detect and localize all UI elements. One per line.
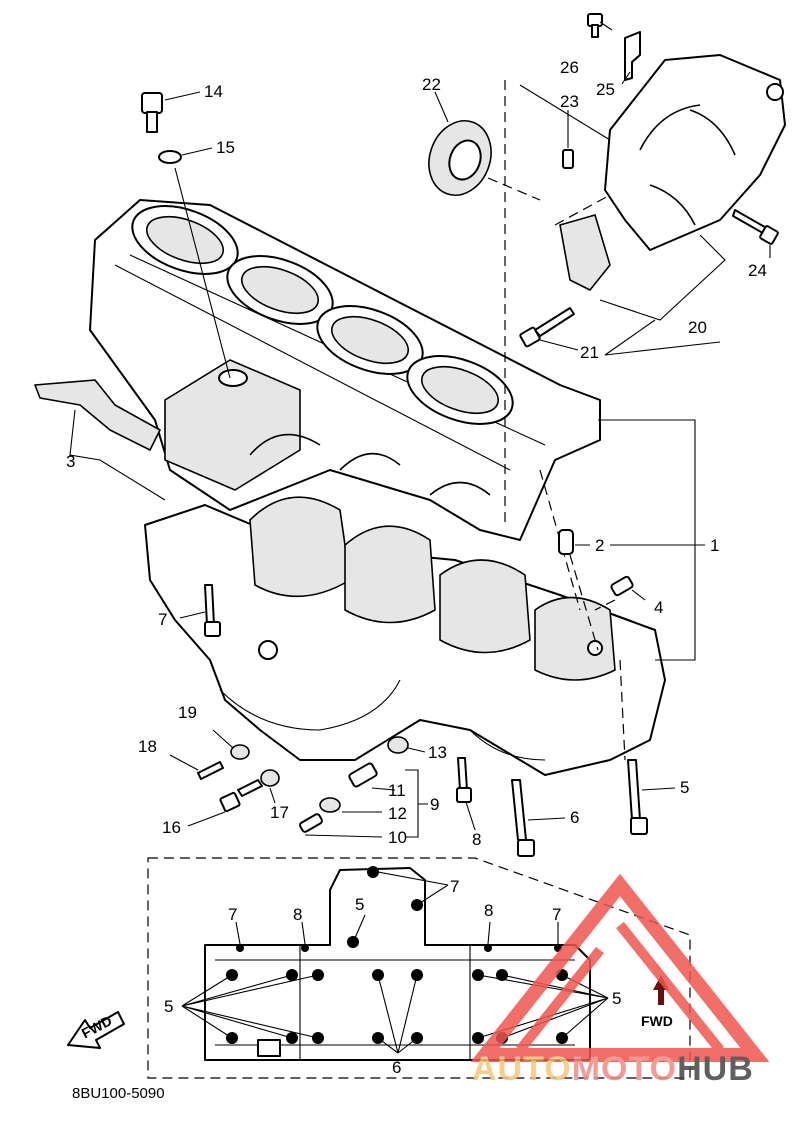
part-10-fitting xyxy=(299,813,383,838)
callout-11: 11 xyxy=(388,781,406,800)
callout-10: 10 xyxy=(388,828,407,847)
bolt-pattern-inset xyxy=(147,857,691,1079)
watermark-moto: MOTO xyxy=(572,1050,677,1088)
part-17-washer xyxy=(260,769,280,804)
callout-21: 21 xyxy=(580,343,599,362)
inset-callout-5-right: 5 xyxy=(612,989,621,1008)
part-19-washer xyxy=(212,729,250,760)
part-24-bolt xyxy=(732,209,779,258)
part-23-dowel-pin xyxy=(562,110,574,169)
upper-crankcase xyxy=(89,199,601,541)
part-12-oring xyxy=(319,797,382,813)
part-21-bolt xyxy=(519,307,579,351)
callout-12: 12 xyxy=(388,804,407,823)
callout-14: 14 xyxy=(204,82,223,101)
part-16-bolt xyxy=(187,779,263,827)
part-22-bearing xyxy=(428,91,492,196)
part-13-washer xyxy=(387,736,426,754)
callout-17: 17 xyxy=(270,803,289,822)
callout-16: 16 xyxy=(162,818,181,837)
inset-callout-7-top: 7 xyxy=(450,877,459,896)
callout-4: 4 xyxy=(654,598,663,617)
watermark-text: AUTOMOTOHUB xyxy=(472,1050,754,1088)
callout-labels: 1 2 3 4 5 6 7 8 9 10 11 12 13 14 15 16 1… xyxy=(66,58,767,1077)
callout-26: 26 xyxy=(560,58,579,77)
callout-25: 25 xyxy=(596,80,615,99)
part-5-bolt xyxy=(627,759,676,835)
part-7-bolt xyxy=(179,584,221,637)
part-20-bearing-cover xyxy=(519,54,786,356)
drawing-code: 8BU100-5090 xyxy=(72,1085,165,1102)
lower-crankcase xyxy=(144,496,666,776)
fwd-arrow-left: FWD xyxy=(67,1011,125,1049)
part-3-plate xyxy=(34,379,166,501)
callout-18: 18 xyxy=(138,737,157,756)
part-15-gasket xyxy=(158,147,231,379)
part-26-bolt xyxy=(587,13,613,38)
callout-1: 1 xyxy=(710,536,719,555)
inset-callout-7-right: 7 xyxy=(552,905,561,924)
callout-6: 6 xyxy=(570,808,579,827)
callout-3: 3 xyxy=(66,452,75,471)
watermark-triangle xyxy=(470,873,770,1062)
part-2-dowel-pin xyxy=(558,529,695,555)
part-8-bolt xyxy=(456,757,476,831)
inset-callout-7-left: 7 xyxy=(228,905,237,924)
part-25-bracket xyxy=(621,31,641,85)
part-14-drain-plug xyxy=(141,91,201,133)
callout-7: 7 xyxy=(158,610,167,629)
callout-8: 8 xyxy=(472,830,481,849)
inset-callout-5-top: 5 xyxy=(355,895,364,914)
part-4-fitting xyxy=(610,575,646,601)
inset-callout-6: 6 xyxy=(392,1058,401,1077)
callout-5: 5 xyxy=(680,778,689,797)
part-6-bolt xyxy=(511,779,566,857)
inset-callout-8-right: 8 xyxy=(484,901,493,920)
callout-20: 20 xyxy=(688,318,707,337)
callout-23: 23 xyxy=(560,92,579,111)
fwd-label-right: FWD xyxy=(641,1013,673,1029)
watermark-hub: HUB xyxy=(677,1050,754,1088)
watermark-logo: AUTOMOTOHUB xyxy=(470,873,770,1088)
bracket-9 xyxy=(405,769,428,838)
callout-15: 15 xyxy=(216,138,235,157)
callout-19: 19 xyxy=(178,703,197,722)
callout-24: 24 xyxy=(748,261,767,280)
callout-13: 13 xyxy=(428,743,447,762)
watermark-auto: AUTO xyxy=(472,1050,572,1088)
part-11-fitting xyxy=(348,762,396,791)
callout-22: 22 xyxy=(422,75,441,94)
part-18-bolt xyxy=(169,754,224,780)
inset-callout-5-left: 5 xyxy=(164,997,173,1016)
inset-callout-8-left: 8 xyxy=(293,905,302,924)
callout-9: 9 xyxy=(430,795,439,814)
callout-2: 2 xyxy=(595,536,604,555)
